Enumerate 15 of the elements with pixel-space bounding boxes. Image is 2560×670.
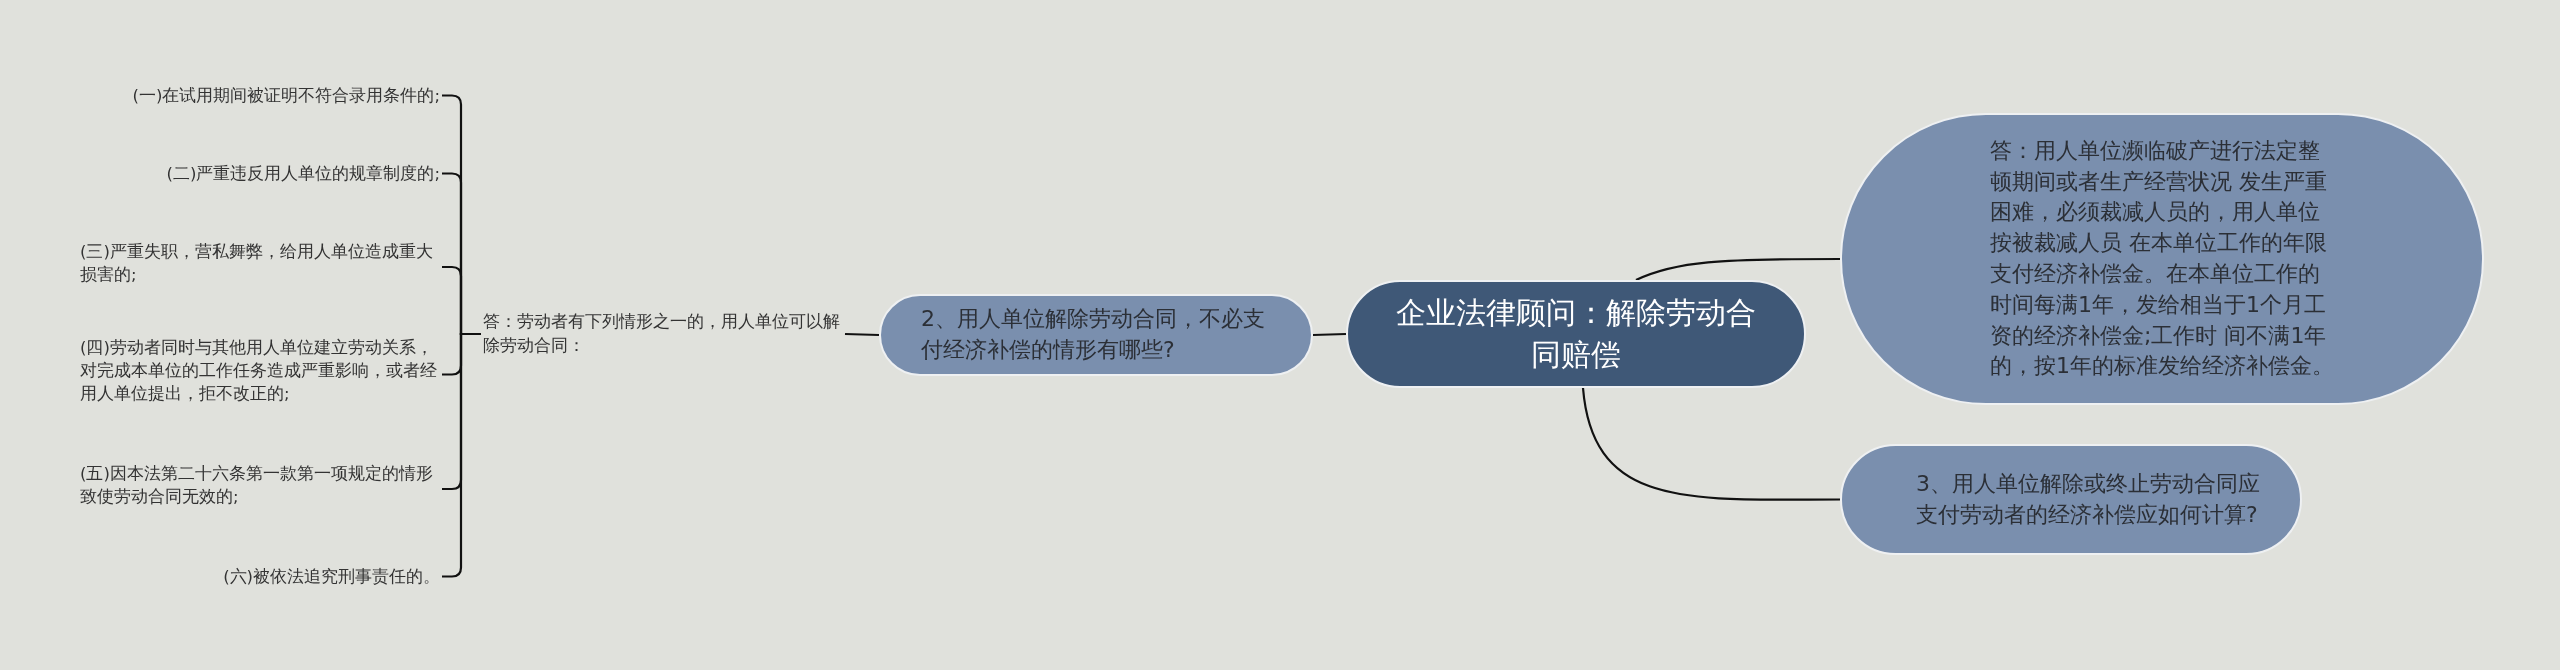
branch-text: (六)被依法追究刑事责任的。 — [223, 565, 440, 589]
branch-text: (四)劳动者同时与其他用人单位建立劳动关系，对完成本单位的工作任务造成严重影响，或者经用人单位提出，拒不改正的; — [80, 336, 440, 406]
branch-text: (二)严重违反用人单位的规章制度的; — [166, 162, 440, 186]
topic-box: 3、用人单位解除或终止劳动合同应支付劳动者的经济补偿应如何计算? — [1840, 444, 2302, 555]
branch-text: (五)因本法第二十六条第一款第一项规定的情形致使劳动合同无效的; — [80, 462, 440, 509]
topic-box: 答：用人单位濒临破产进行法定整顿期间或者生产经营状况 发生严重困难，必须裁减人员的，用人单位按被裁减人员 在本单位工作的年限支付经济补偿金。在本单位工作的时间每满1年，发给相当于1个月工资的经济补偿金;工作时 间不满1年的，按1年的标准发给经济补偿金。 — [1840, 113, 2484, 405]
topic-box: 2、用人单位解除劳动合同，不必支付经济补偿的情形有哪些? — [879, 294, 1313, 376]
connector-line — [1581, 387, 1840, 501]
topic-box: 企业法律顾问：解除劳动合同赔偿 — [1346, 280, 1806, 388]
connector-line — [1635, 257, 1840, 281]
branch-text: (三)严重失职，营私舞弊，给用人单位造成重大损害的; — [80, 240, 440, 287]
connector-line — [1312, 332, 1347, 337]
connector-line — [844, 332, 880, 337]
branch-text: (一)在试用期间被证明不符合录用条件的; — [132, 84, 440, 108]
branch-text: 答：劳动者有下列情形之一的，用人单位可以解除劳动合同： — [483, 310, 845, 358]
